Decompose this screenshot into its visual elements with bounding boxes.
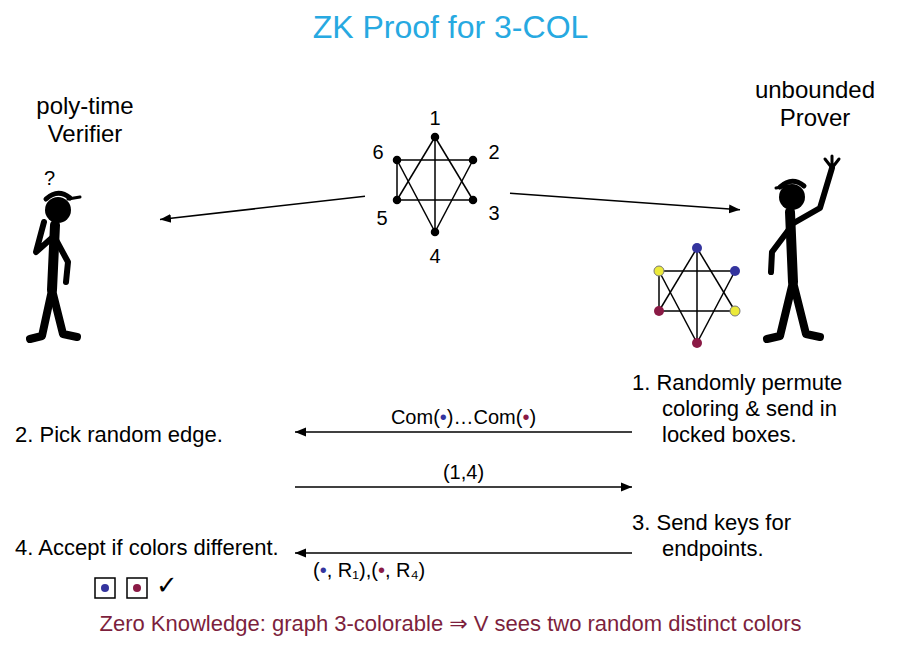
step-text: 4. Accept if colors different. <box>15 535 295 565</box>
figure-leg <box>767 282 793 339</box>
color-dot <box>133 584 141 592</box>
graph-vertex <box>730 306 740 316</box>
vertex-number: 4 <box>429 245 440 267</box>
figure-arm <box>792 168 832 224</box>
slide-title: ZK Proof for 3-COL <box>0 8 901 46</box>
figure-leg <box>30 290 52 339</box>
graph-vertex <box>470 197 477 204</box>
step-text: 2. Pick random edge. <box>15 422 295 504</box>
vertex-number: 6 <box>372 141 383 163</box>
text-run: • <box>378 559 385 581</box>
box-outline <box>127 578 147 598</box>
graph-figure: 1 6 2 5 3 4 <box>365 100 510 270</box>
graph-vertex <box>432 229 439 236</box>
text-run: ) <box>529 406 536 428</box>
figure-arm <box>771 228 790 272</box>
graph-edge <box>397 137 435 200</box>
text-run: , R₁),( <box>327 559 378 581</box>
figure-cap <box>68 197 80 199</box>
text-run: , R₄) <box>385 559 425 581</box>
graph-vertex <box>654 306 664 316</box>
broadcast-arrow <box>160 196 365 219</box>
graph-edge <box>435 137 473 200</box>
opened-boxes <box>95 578 147 598</box>
question-mark: ? <box>44 166 55 190</box>
step-text: 3. Send keys for endpoints. <box>662 510 882 562</box>
graph-edge <box>397 160 435 232</box>
graph-edge <box>435 160 473 232</box>
step-text: 3. Send keys for endpoints. <box>632 470 882 566</box>
step-text: 2. Pick random edge. <box>15 422 281 448</box>
colored-graph <box>654 243 740 348</box>
message-label: Com(•)…Com(•) <box>387 405 540 429</box>
message-label: (•, R₁),(•, R₄) <box>309 558 429 582</box>
verifier-figure <box>30 193 80 339</box>
graph-edge <box>697 271 735 343</box>
graph-edge <box>696 248 698 343</box>
vertex-number: 1 <box>429 107 440 129</box>
graph-edge <box>396 160 398 200</box>
graph-edge <box>434 137 436 232</box>
graph-vertex <box>654 266 664 276</box>
step-text: 4. Accept if colors different. <box>15 535 281 561</box>
graph-vertex <box>432 134 439 141</box>
text-run: • <box>440 406 447 428</box>
text-run: • <box>522 406 529 428</box>
prover-figure <box>767 156 839 339</box>
graph-vertex <box>692 338 702 348</box>
message-arrow <box>295 431 632 433</box>
graph-vertex <box>470 157 477 164</box>
vertex-number: 3 <box>488 202 499 224</box>
broadcast-arrow <box>510 193 740 209</box>
box-outline <box>95 578 115 598</box>
vertex-number: 2 <box>488 141 499 163</box>
vertex-number: 5 <box>376 207 387 229</box>
figure-arm <box>55 238 68 282</box>
prover-figure: unbounded Prover <box>740 76 890 346</box>
figure-head <box>45 197 71 223</box>
figure-hand <box>825 156 839 168</box>
text-run: Com( <box>391 406 440 428</box>
text-run: ( <box>313 559 320 581</box>
graph-drawing <box>394 134 477 236</box>
text-run: )…Com( <box>447 406 523 428</box>
step-text: 1. Randomly permute coloring & send in l… <box>632 370 882 452</box>
message-arrow <box>295 486 632 488</box>
step-text: 1. Randomly permute coloring & send in l… <box>662 370 882 448</box>
graph-edge <box>658 271 660 311</box>
graph-edge <box>697 248 735 311</box>
verifier-figure: poly-time Verifier <box>10 92 160 347</box>
message-arrow <box>295 552 632 554</box>
graph-edge <box>659 248 697 311</box>
check-mark: ✓ <box>156 570 178 601</box>
message-label: (1,4) <box>439 460 488 484</box>
slide-caption: Zero Knowledge: graph 3-colorable ⇒ V se… <box>0 611 901 637</box>
text-run: • <box>320 559 327 581</box>
text-run: (1,4) <box>443 461 484 483</box>
graph-vertex <box>394 157 401 164</box>
color-dot <box>101 584 109 592</box>
graph-vertex <box>692 243 702 253</box>
graph-vertex <box>730 266 740 276</box>
actor-label: unbounded Prover <box>740 76 890 132</box>
graph-edge <box>659 271 697 343</box>
actor-label: poly-time Verifier <box>10 92 160 148</box>
figure-cap <box>46 193 70 199</box>
figure-leg <box>793 282 820 337</box>
figure-arm <box>36 222 54 252</box>
figure-cap <box>776 186 788 188</box>
graph-vertex <box>394 197 401 204</box>
figure-leg <box>52 290 77 337</box>
